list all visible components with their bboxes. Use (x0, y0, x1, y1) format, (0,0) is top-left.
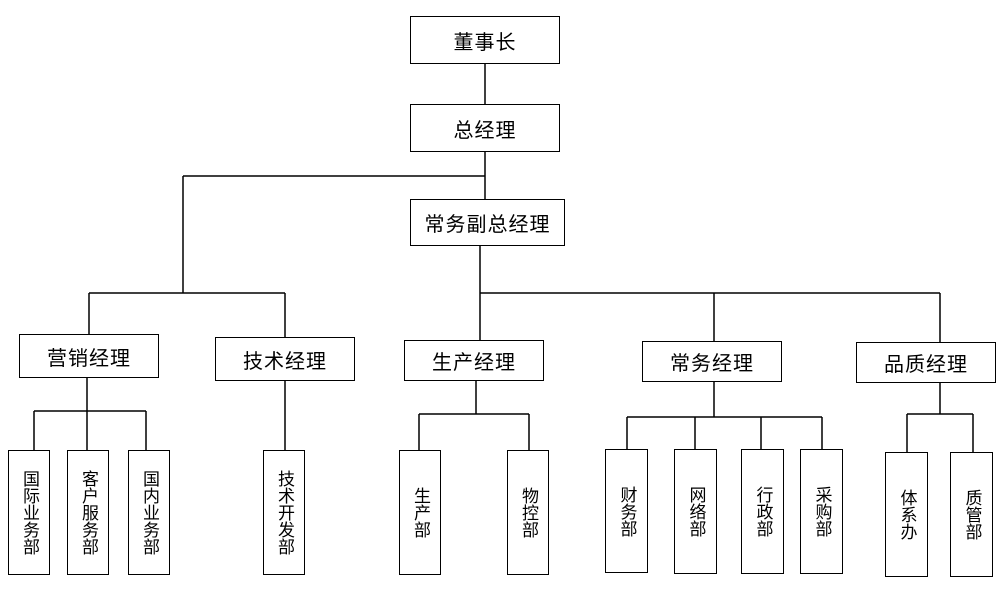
production-manager-box: 生产经理 (404, 340, 544, 381)
operations-manager-label: 常务经理 (670, 351, 754, 375)
dept-material-control: 物控部 (507, 450, 549, 575)
general-manager-label: 总经理 (453, 117, 517, 142)
dept-domestic-business: 国内业务部 (128, 450, 170, 575)
dept-label: 采购部 (811, 486, 832, 537)
dept-label: 物控部 (518, 487, 538, 538)
dept-network: 网络部 (674, 449, 717, 574)
dept-label: 行政部 (752, 486, 773, 537)
dept-administration: 行政部 (741, 449, 784, 574)
dept-label: 客户服务部 (78, 470, 98, 555)
marketing-manager-box: 营销经理 (19, 334, 159, 378)
dept-customer-service: 客户服务部 (67, 450, 109, 575)
dept-quality-management: 质管部 (950, 452, 993, 577)
dept-label: 网络部 (685, 486, 706, 537)
dept-production: 生产部 (399, 450, 441, 575)
dept-international-business: 国际业务部 (8, 450, 50, 575)
chairman-box: 董事长 (410, 16, 560, 64)
operations-manager-box: 常务经理 (642, 341, 782, 382)
general-manager-box: 总经理 (410, 104, 560, 152)
quality-manager-box: 品质经理 (856, 342, 996, 383)
production-manager-label: 生产经理 (432, 350, 516, 374)
executive-vp-label: 常务副总经理 (424, 212, 551, 236)
tech-manager-label: 技术经理 (243, 348, 327, 373)
dept-label: 质管部 (961, 489, 982, 540)
dept-finance: 财务部 (605, 449, 648, 573)
quality-manager-label: 品质经理 (884, 352, 968, 376)
executive-vp-box: 常务副总经理 (410, 199, 565, 246)
dept-label: 体系办 (896, 489, 917, 540)
dept-label: 技术开发部 (274, 470, 294, 555)
dept-label: 国际业务部 (19, 470, 39, 555)
marketing-manager-label: 营销经理 (47, 345, 131, 370)
dept-label: 国内业务部 (139, 470, 159, 555)
dept-tech-development: 技术开发部 (263, 450, 305, 575)
dept-system-office: 体系办 (885, 452, 928, 577)
dept-purchasing: 采购部 (800, 449, 843, 574)
tech-manager-box: 技术经理 (215, 337, 355, 381)
dept-label: 生产部 (410, 487, 430, 538)
dept-label: 财务部 (616, 485, 637, 537)
chairman-label: 董事长 (453, 29, 517, 54)
